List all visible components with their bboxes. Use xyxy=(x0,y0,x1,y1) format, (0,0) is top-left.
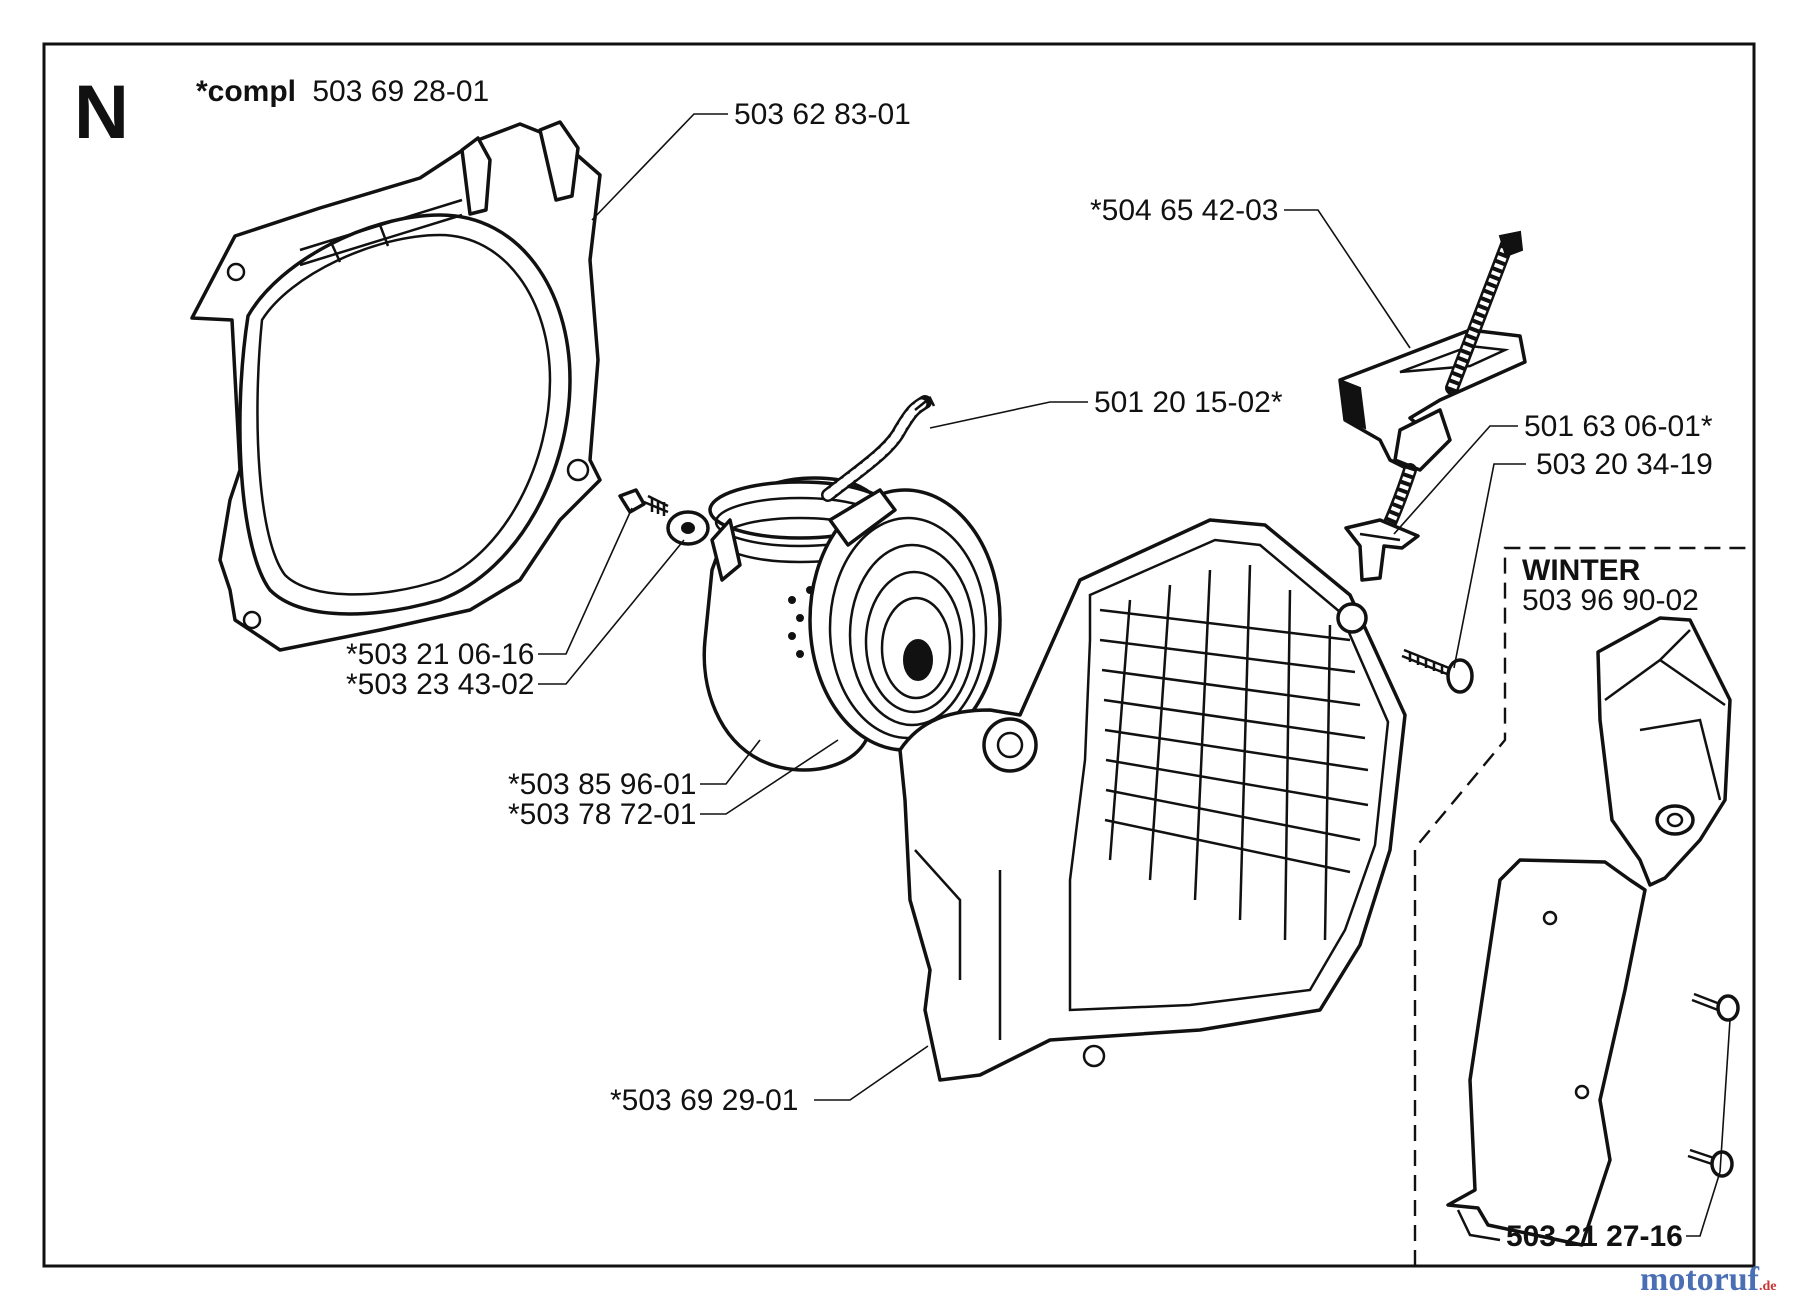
washer-part xyxy=(666,510,710,546)
label-pulley: *503 85 96-01 xyxy=(508,768,697,801)
label-winter-number: 503 96 90-02 xyxy=(1522,584,1699,617)
leader-lines xyxy=(538,113,1731,1237)
fan-housing-part xyxy=(190,120,602,652)
start-handle-part xyxy=(1338,230,1527,547)
label-rope: 501 20 15-02* xyxy=(1094,386,1283,419)
leader-winter-screws xyxy=(1686,1019,1731,1237)
winter-cover-plate-part xyxy=(1446,858,1647,1247)
leader-rope-guide xyxy=(1393,425,1518,535)
leader-cover-screw xyxy=(1453,463,1526,669)
small-screw-part xyxy=(618,488,669,516)
label-spring: *503 78 72-01 xyxy=(508,798,697,831)
starter-cover-part xyxy=(898,518,1407,1082)
cover-grille xyxy=(1099,564,1369,941)
cover-screw-part xyxy=(1401,648,1474,694)
recoil-spring-part xyxy=(808,488,1002,752)
winter-insert-part xyxy=(1596,616,1732,887)
watermark-logo: motoruf.de xyxy=(1640,1261,1776,1298)
winter-screw-upper-part xyxy=(1691,992,1740,1022)
leader-center-screw xyxy=(538,507,633,655)
leader-rope xyxy=(929,401,1088,429)
compl-label: *compl 503 69 28-01 xyxy=(196,75,489,108)
leader-cover xyxy=(814,1045,929,1101)
leader-handle xyxy=(1284,209,1411,349)
label-fan-housing: 503 62 83-01 xyxy=(734,98,911,131)
leader-spring xyxy=(700,739,839,815)
winter-kit-boundary xyxy=(1413,546,1754,1266)
leader-pulley xyxy=(700,739,761,785)
leader-washer xyxy=(538,539,685,685)
diagram-frame xyxy=(42,42,1756,1268)
label-rope-guide: 501 63 06-01* xyxy=(1524,410,1713,443)
winter-screw-lower-part xyxy=(1687,1148,1734,1178)
starter-rope-part xyxy=(821,395,936,502)
label-cover-screw: 503 20 34-19 xyxy=(1536,448,1713,481)
compl-number: 503 69 28-01 xyxy=(312,75,489,108)
label-center-screw: *503 21 06-16 xyxy=(346,638,535,671)
label-handle: *504 65 42-03 xyxy=(1090,194,1279,227)
section-letter: N xyxy=(74,70,129,155)
rope-guide-part xyxy=(1344,518,1420,582)
label-winter-screw: 503 21 27-16 xyxy=(1506,1220,1683,1253)
label-cover: *503 69 29-01 xyxy=(610,1084,799,1117)
compl-prefix: *compl xyxy=(196,75,296,108)
leader-fan-housing xyxy=(591,113,728,221)
label-washer: *503 23 43-02 xyxy=(346,668,535,701)
label-winter-title: WINTER xyxy=(1522,554,1641,587)
